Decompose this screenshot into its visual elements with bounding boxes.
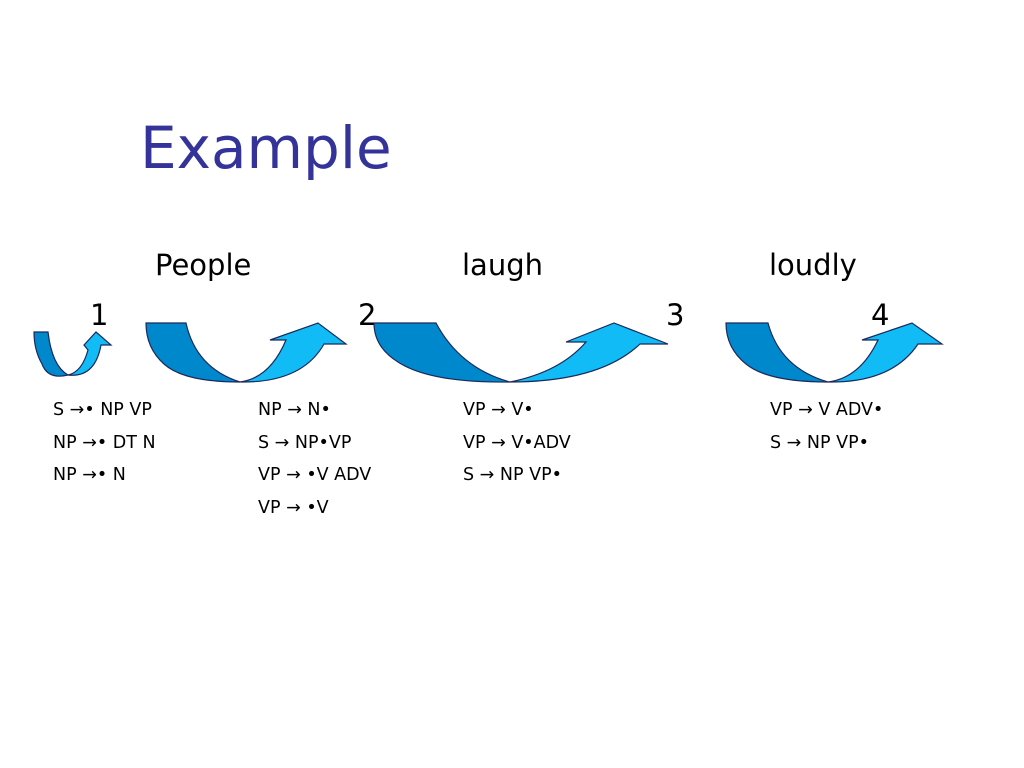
rule: VP → V•ADV [463,432,571,453]
arrow-1-tail [33,331,70,377]
rule: NP → N• [258,400,331,420]
arrow-2-3-tail [373,322,511,383]
arrow-3-4-head [827,322,944,383]
position-3: 3 [666,298,685,332]
position-2: 2 [358,298,377,332]
rule: NP →• DT N [53,432,156,453]
rule: VP → V• [463,400,534,420]
rule: S → NP VP• [463,465,562,485]
curved-arrow-2-3 [373,322,669,383]
rule: VP → •V [258,497,329,518]
curved-arrow-1-2 [145,322,348,383]
slide-title: Example [140,114,392,182]
word-loudly: loudly [769,248,857,282]
arrow-1-2-head [239,322,348,383]
rule: NP →• N [53,465,126,485]
rule: S →• NP VP [53,400,152,420]
rule: S → NP VP• [770,432,869,453]
arrow-3-4-tail [725,322,829,383]
arrow-1-head [67,331,113,376]
word-laugh: laugh [462,248,543,282]
curved-arrow-3-4 [725,322,944,383]
arrow-2-3-head [509,322,669,383]
position-4: 4 [871,298,890,332]
rule: S → NP•VP [258,432,352,453]
rules-position-1: S →• NP VP NP →• DT N NP →• N [53,394,156,492]
word-people: People [155,248,252,282]
arrow-1-2-tail [145,322,241,383]
self-loop-arrow-1 [33,331,113,377]
rule: VP → V ADV• [770,400,884,420]
rule: VP → •V ADV [258,465,372,485]
rules-position-3: VP → V• VP → V•ADV S → NP VP• [463,394,571,492]
rules-position-2: NP → N• S → NP•VP VP → •V ADV VP → •V [258,394,371,524]
rules-position-4: VP → V ADV• S → NP VP• [770,394,883,459]
position-1: 1 [90,298,109,332]
